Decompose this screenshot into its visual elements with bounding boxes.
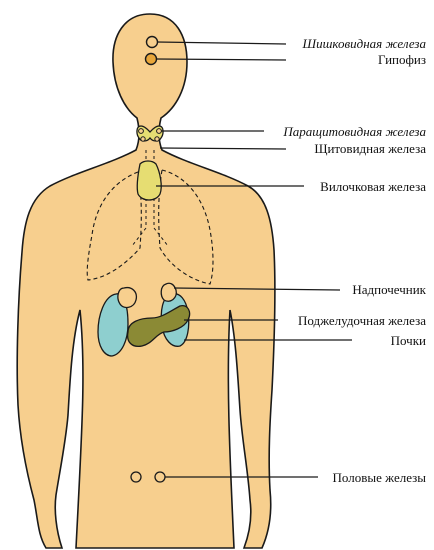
pineal-gland — [145, 35, 159, 49]
leader-line-pituitary — [155, 58, 287, 61]
body-silhouette — [16, 13, 276, 549]
right-adrenal-gland — [160, 282, 177, 302]
leader-line-pineal — [156, 41, 287, 45]
label-adrenal: Надпочечник — [352, 282, 426, 297]
pituitary-gland — [144, 52, 158, 66]
parathyroid-gland — [138, 128, 144, 134]
label-gonads: Половые железы — [332, 470, 426, 485]
label-parathyroid: Паращитовидная железа — [283, 124, 426, 139]
left-kidney — [97, 293, 129, 357]
right-lung-outline — [158, 169, 214, 285]
parathyroid-gland — [156, 128, 162, 134]
parathyroid-gland — [154, 136, 160, 142]
leader-line-thyroid — [159, 147, 287, 150]
left-adrenal-gland — [117, 286, 138, 309]
gonad-right — [154, 471, 166, 483]
label-thymus: Вилочковая железа — [320, 179, 426, 194]
label-pancreas: Поджелудочная железа — [297, 313, 426, 328]
leader-line-adrenal — [173, 287, 341, 291]
label-thyroid: Щитовидная железа — [314, 141, 426, 156]
label-pituitary: Гипофиз — [378, 52, 426, 67]
parathyroid-gland — [140, 136, 146, 142]
label-pineal: Шишковидная железа — [302, 36, 426, 51]
label-kidneys: Почки — [390, 333, 426, 348]
left-lung-outline — [86, 171, 142, 281]
gonad-left — [130, 471, 142, 483]
thymus-gland — [136, 160, 162, 201]
